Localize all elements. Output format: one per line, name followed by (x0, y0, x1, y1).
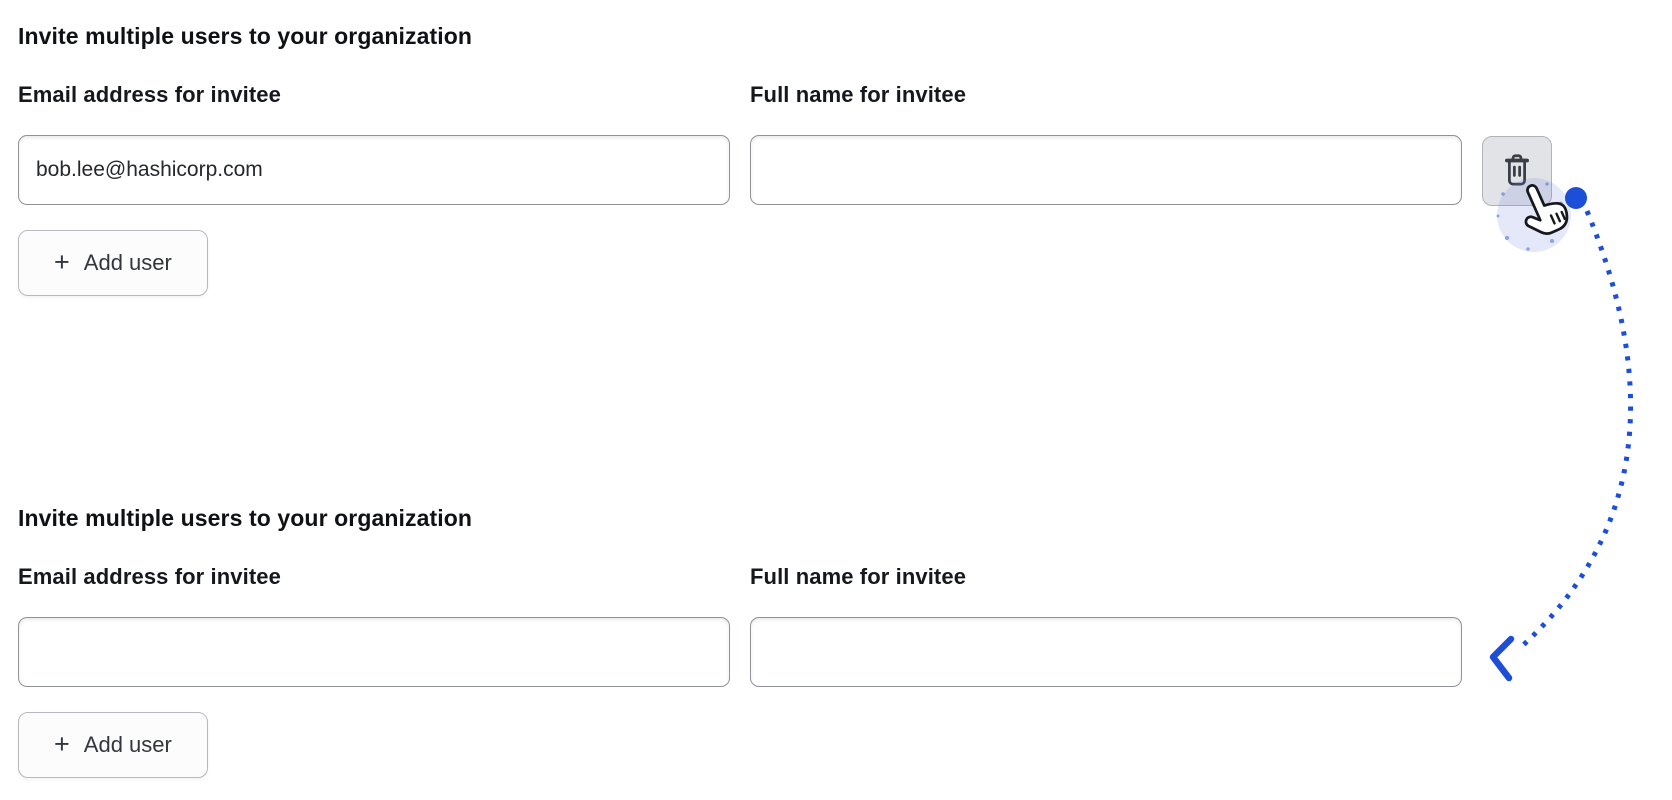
email-field-group: Email address for invitee (18, 82, 730, 205)
invite-form-after: Invite multiple users to your organizati… (0, 482, 1672, 800)
fullname-label: Full name for invitee (750, 564, 967, 589)
email-input[interactable] (18, 617, 730, 687)
invite-form-before: Invite multiple users to your organizati… (0, 0, 1672, 320)
fullname-field-group: Full name for invitee (750, 564, 1462, 687)
plus-icon: + (54, 246, 70, 277)
fullname-input[interactable] (750, 617, 1462, 687)
email-input[interactable] (18, 135, 730, 205)
add-user-label: Add user (83, 250, 172, 275)
section-heading: Invite multiple users to your organizati… (18, 505, 473, 531)
section-heading: Invite multiple users to your organizati… (18, 23, 473, 49)
fullname-label: Full name for invitee (750, 82, 967, 107)
fullname-input[interactable] (750, 135, 1462, 205)
email-field-group: Email address for invitee (18, 564, 730, 687)
plus-icon: + (54, 728, 70, 759)
email-label: Email address for invitee (18, 564, 281, 589)
add-user-label: Add user (83, 732, 172, 757)
email-label: Email address for invitee (18, 82, 281, 107)
delete-row-button[interactable] (1482, 136, 1552, 206)
add-user-button[interactable]: + Add user (18, 230, 208, 296)
fullname-field-group: Full name for invitee (750, 82, 1462, 205)
trash-icon (1505, 154, 1529, 186)
add-user-button[interactable]: + Add user (18, 712, 208, 778)
